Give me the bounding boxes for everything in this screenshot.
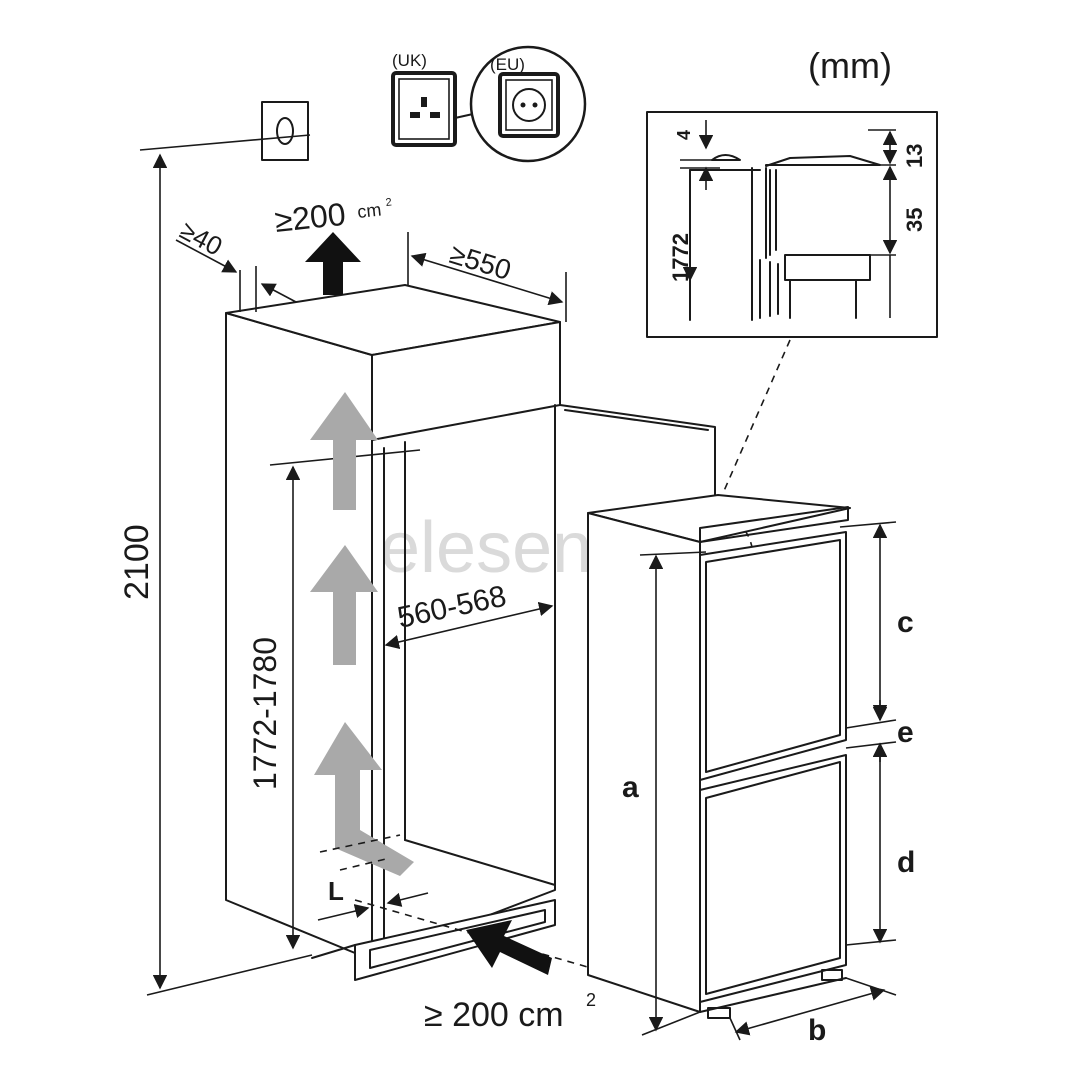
- rear-gap-dimension-line: [175, 239, 238, 273]
- detail-leader-line: [719, 339, 791, 501]
- plinth-gap-dimension-line: [317, 904, 370, 921]
- top-clearance-detail-panel: [646, 111, 938, 338]
- detail-dim-4: 4: [674, 130, 694, 140]
- depth-label: ≥550: [446, 238, 514, 286]
- total-height-label: 2100: [118, 524, 156, 600]
- units-label: (mm): [808, 45, 892, 86]
- eu-socket-label: (EU): [490, 55, 525, 74]
- bottom-vent-exponent: 2: [586, 990, 596, 1010]
- niche-height-label: 1772-1780: [247, 637, 283, 790]
- built-in-fridge-freezer: [587, 494, 851, 1019]
- top-vent-exponent: 2: [385, 196, 392, 209]
- uk-socket-icon: [391, 71, 457, 147]
- detail-dim-13: 13: [902, 144, 927, 168]
- top-vent-unit: cm: [356, 200, 382, 222]
- plinth-gap-label: L: [328, 876, 344, 906]
- rear-gap-label: ≥40: [175, 215, 227, 262]
- fridge-height-label: c: [897, 606, 914, 639]
- top-vent-arrow-icon: [305, 232, 361, 295]
- airflow-arrow-top-icon: [310, 392, 378, 510]
- appliance-depth-dimension-line: [734, 986, 886, 1036]
- niche-width-dimension-line: [384, 601, 554, 650]
- bottom-vent-arrow-icon: [466, 920, 552, 975]
- airflow-arrow-middle-icon: [310, 545, 378, 665]
- gap-label: e: [897, 716, 914, 749]
- wall-junction-box-icon: [261, 101, 309, 161]
- watermark: elesen: [380, 508, 592, 588]
- airflow-arrow-bottom-icon: [314, 722, 414, 876]
- eu-socket-icon: [469, 45, 587, 163]
- appliance-depth-label: b: [808, 1014, 826, 1047]
- depth-dimension-line: [410, 252, 564, 306]
- detail-dim-35: 35: [902, 208, 927, 232]
- top-vent-label: ≥200: [273, 196, 347, 239]
- freezer-height-label: d: [897, 846, 915, 879]
- bottom-vent-label: ≥ 200 cm: [424, 996, 564, 1034]
- uk-socket-label: (UK): [392, 51, 427, 70]
- appliance-height-label: a: [622, 771, 639, 804]
- detail-dim-1772: 1772: [668, 233, 693, 282]
